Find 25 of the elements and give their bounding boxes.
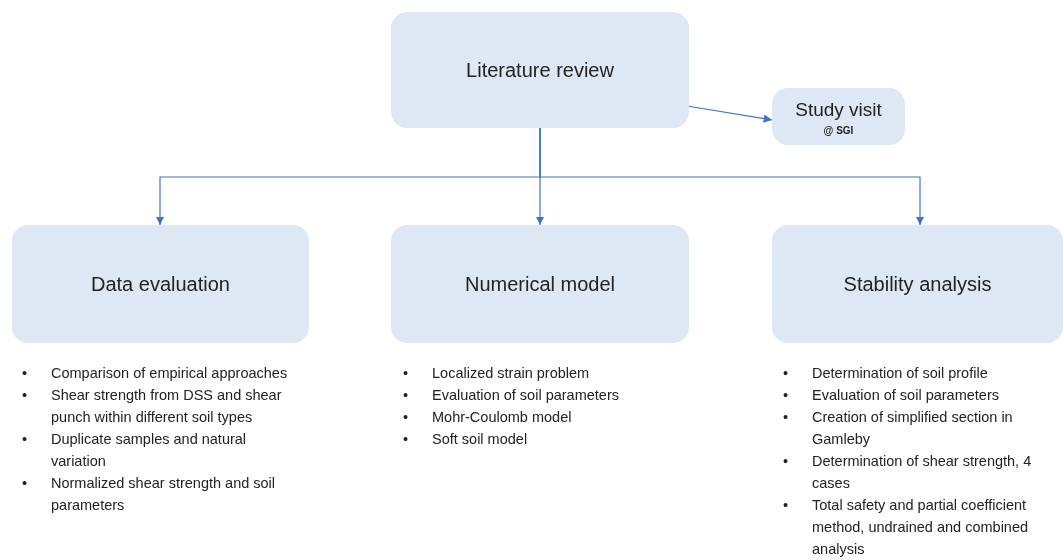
process-box (772, 88, 905, 145)
bullet-item: • Creation of simplified section in Gamleby (783, 408, 1014, 449)
bullet-item: • Normalized shear strength and soil parameters (22, 474, 277, 515)
box-title: Literature review (466, 58, 614, 83)
box-title: Data evaluation (91, 272, 230, 297)
process-box (772, 225, 1063, 343)
process-box (391, 12, 689, 128)
bullet-item: • Soft soil model (403, 430, 529, 449)
bullet-item: • Mohr-Coulomb model (403, 408, 573, 427)
bullet-item: • Comparison of empirical approaches (22, 364, 289, 383)
bullet-item: • Evaluation of soil parameters (403, 386, 620, 405)
bullet-item: • Localized strain problem (403, 364, 591, 383)
bullet-item: • Shear strength from DSS and shear punch within different soil types (22, 386, 283, 427)
bullet-item: • Determination of shear strength, 4 cases (783, 452, 1033, 493)
bullet-item: • Duplicate samples and natural variation (22, 430, 248, 471)
process-box (12, 225, 309, 343)
box-title: Study visit (795, 98, 882, 122)
bullet-item: • Determination of soil profile (783, 364, 989, 383)
box-title: Numerical model (464, 272, 616, 297)
box-title: Stability analysis (843, 272, 992, 297)
box-subtitle: @ SGI (823, 125, 854, 136)
arrow (539, 127, 925, 226)
bullet-item: • Total safety and partial coefficient method, undrained and combined analysis (783, 496, 1030, 559)
process-box (391, 225, 689, 343)
bullet-item: • Evaluation of soil parameters (783, 386, 1000, 405)
